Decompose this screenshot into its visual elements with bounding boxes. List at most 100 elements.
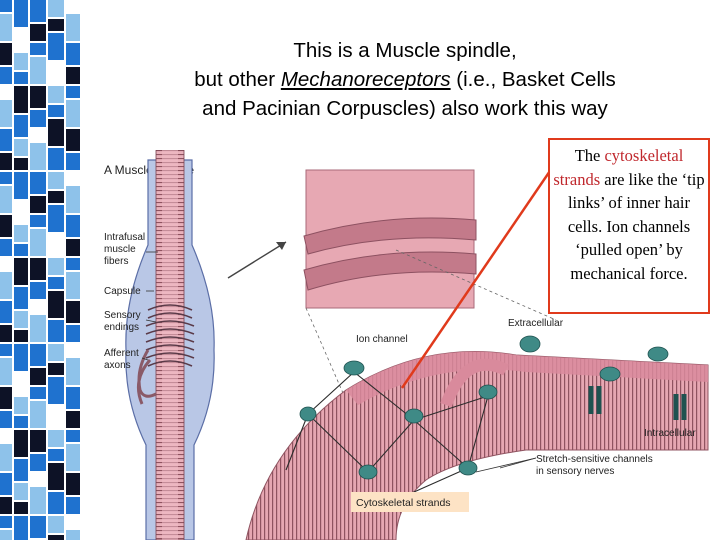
stripe-cell bbox=[66, 172, 80, 184]
stripe-cell bbox=[0, 358, 12, 385]
stripe-cell bbox=[66, 67, 80, 84]
stripe-cell bbox=[14, 287, 28, 309]
stripe-cell bbox=[30, 516, 46, 538]
stripe-cell bbox=[30, 172, 46, 194]
stripe-cell bbox=[66, 473, 80, 495]
stripe-cell bbox=[30, 0, 46, 22]
stripe-cell bbox=[0, 530, 12, 540]
stripe-cell bbox=[0, 473, 12, 495]
decorative-stripe bbox=[0, 0, 88, 540]
stripe-cell bbox=[48, 516, 64, 533]
stripe-cell bbox=[48, 62, 64, 84]
stripe-cell bbox=[48, 105, 64, 117]
stripe-cell bbox=[0, 344, 12, 356]
stripe-cell bbox=[66, 516, 80, 528]
cytoskeletal-label-box bbox=[351, 492, 469, 512]
zoom-arrowhead bbox=[276, 242, 286, 250]
stripe-cell bbox=[48, 535, 64, 540]
stripe-cell bbox=[0, 129, 12, 151]
stripe-cell bbox=[0, 301, 12, 323]
stripe-cell bbox=[48, 344, 64, 361]
callout-text-pre: The bbox=[574, 146, 605, 165]
stripe-cell bbox=[66, 239, 80, 256]
stripe-cell bbox=[30, 344, 46, 366]
stripe-cell bbox=[0, 411, 12, 428]
stripe-cell bbox=[48, 148, 64, 170]
stripe-cell bbox=[48, 258, 64, 275]
sensory-endings bbox=[145, 304, 195, 367]
stripe-cell bbox=[48, 320, 64, 342]
label-sensory-2: endings bbox=[104, 322, 139, 333]
stripe-cell bbox=[30, 368, 46, 385]
slide-title: This is a Muscle spindle, but other Mech… bbox=[95, 36, 715, 123]
stripe-cell bbox=[14, 72, 28, 84]
label-stretch-1: Stretch-sensitive channels bbox=[536, 454, 653, 465]
stripe-cell bbox=[66, 387, 80, 409]
stripe-cell bbox=[48, 492, 64, 514]
stripe-cell bbox=[30, 258, 46, 280]
title-term-mechanoreceptors: Mechanoreceptors bbox=[280, 68, 451, 91]
title-line-2-prefix: but other bbox=[194, 68, 281, 91]
stripe-cell bbox=[0, 153, 12, 170]
stripe-cell bbox=[14, 397, 28, 414]
stripe-cell bbox=[30, 487, 46, 514]
stripe-cell bbox=[0, 272, 12, 299]
stripe-cell bbox=[30, 387, 46, 399]
label-capsule: Capsule bbox=[104, 286, 141, 297]
stripe-cell bbox=[14, 244, 28, 256]
stripe-cell bbox=[14, 483, 28, 500]
stripe-cell bbox=[0, 239, 12, 256]
stripe-cell bbox=[14, 516, 28, 540]
stripe-cell bbox=[66, 411, 80, 428]
stripe-cell bbox=[0, 325, 12, 342]
zoom-arrow bbox=[227, 241, 287, 279]
stripe-cell bbox=[14, 172, 28, 199]
stripe-cell bbox=[30, 110, 46, 127]
stripe-cell bbox=[14, 311, 28, 328]
stripe-cell bbox=[48, 277, 64, 289]
stripe-cell bbox=[66, 530, 80, 540]
stripe-cell bbox=[48, 19, 64, 31]
stripe-cell bbox=[14, 416, 28, 428]
stripe-cell bbox=[66, 430, 80, 442]
stripe-cell bbox=[66, 344, 80, 356]
membrane-top-surface bbox=[346, 351, 708, 405]
stripe-cell bbox=[66, 129, 80, 151]
pore-channels bbox=[588, 386, 687, 420]
afferent-axon-2 bbox=[136, 358, 152, 405]
stripe-cell bbox=[30, 43, 46, 55]
stripe-cell bbox=[30, 86, 46, 108]
label-intracellular: Intracellular bbox=[644, 428, 696, 439]
stripe-cell bbox=[0, 43, 12, 65]
stripe-cell bbox=[66, 358, 80, 385]
zoom-guides bbox=[305, 249, 557, 401]
stripe-cell bbox=[66, 100, 80, 127]
stripe-cell bbox=[66, 258, 80, 270]
stripe-cell bbox=[48, 449, 64, 461]
stripe-cell bbox=[14, 373, 28, 395]
label-afferent-1: Afferent bbox=[104, 348, 139, 359]
stripe-cell bbox=[14, 115, 28, 137]
stripe-cell bbox=[0, 86, 12, 98]
stripe-cell bbox=[14, 0, 28, 27]
stripe-cell bbox=[14, 502, 28, 514]
label-afferent-2: axons bbox=[104, 360, 131, 371]
stripe-cell bbox=[0, 444, 12, 471]
label-intrafusal-1: Intrafusal bbox=[104, 232, 145, 243]
stripe-cell bbox=[66, 272, 80, 299]
stripe-cell bbox=[48, 377, 64, 404]
stripe-cell bbox=[66, 325, 80, 342]
stripe-cell bbox=[14, 344, 28, 371]
stripe-cell bbox=[14, 201, 28, 223]
stripe-cell bbox=[48, 191, 64, 203]
stripe-cell bbox=[66, 153, 80, 170]
stripe-cell bbox=[0, 100, 12, 127]
stripe-cell bbox=[14, 430, 28, 457]
label-sensory-1: Sensory bbox=[104, 310, 141, 321]
stripe-cell bbox=[30, 196, 46, 213]
stripe-cell bbox=[66, 444, 80, 471]
stripe-cell bbox=[48, 86, 64, 103]
stripe-cell bbox=[14, 225, 28, 242]
stripe-cell bbox=[14, 158, 28, 170]
